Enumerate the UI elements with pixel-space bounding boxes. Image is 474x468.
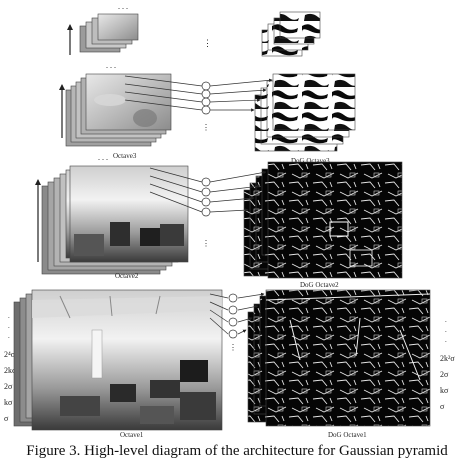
svg-text:2kσ: 2kσ — [4, 366, 17, 375]
svg-text:.: . — [445, 336, 447, 344]
svg-text:.: . — [8, 312, 10, 320]
svg-text:2σ: 2σ — [4, 382, 13, 391]
octave3-label: Octave3 — [113, 152, 137, 160]
dog-octave3-label: DoG Octave3 — [291, 157, 330, 165]
octave2-subtractors — [149, 167, 267, 217]
ellipsis: ⋮ — [202, 123, 210, 132]
octave3-main-stack: . . . — [59, 61, 172, 147]
svg-text:σ: σ — [4, 414, 9, 423]
octave3-top-stack: . . . — [79, 2, 139, 53]
octave2-label: Octave2 — [115, 272, 139, 280]
dog-octave2-stack — [243, 161, 403, 279]
octave2-gaussian-stack: . . . — [35, 153, 189, 275]
svg-text:2k²σ: 2k²σ — [440, 354, 455, 363]
svg-text:. . .: . . . — [98, 153, 108, 162]
svg-text:σ: σ — [440, 402, 445, 411]
svg-text:2⁴σ: 2⁴σ — [4, 350, 16, 359]
svg-text:.: . — [8, 322, 10, 330]
sigma-scale-right: 2k²σ 2σ kσ σ . . . — [440, 316, 455, 411]
sigma-scale-left: 2⁴σ 2kσ 2σ kσ σ . . . — [4, 312, 17, 423]
svg-text:kσ: kσ — [4, 398, 13, 407]
ellipsis: ⋮ — [202, 239, 210, 248]
svg-text:. . .: . . . — [118, 2, 128, 11]
dog-octave1-stack — [247, 289, 431, 427]
dog-octave1-label: DoG Octave1 — [328, 431, 367, 439]
octave3-subtractors — [124, 75, 273, 115]
dog-octave3-top-stack — [261, 11, 321, 57]
svg-text:2σ: 2σ — [440, 370, 449, 379]
octave1-gaussian-stack: 2⁴σ 2kσ 2σ kσ σ . . . — [4, 289, 223, 431]
ellipsis: ⋮ — [203, 38, 212, 48]
svg-text:.: . — [445, 326, 447, 334]
svg-text:kσ: kσ — [440, 386, 449, 395]
svg-text:.: . — [8, 332, 10, 340]
octave1-subtractors — [209, 292, 265, 339]
ellipsis: ⋮ — [229, 343, 237, 352]
svg-text:.: . — [445, 316, 447, 324]
dog-octave3-main-stack — [254, 73, 356, 152]
dog-octave2-label: DoG Octave2 — [300, 281, 339, 289]
octave1-label: Octave1 — [120, 431, 144, 439]
svg-text:. . .: . . . — [106, 61, 116, 70]
figure-caption: Figure 3. High-level diagram of the arch… — [26, 443, 448, 459]
